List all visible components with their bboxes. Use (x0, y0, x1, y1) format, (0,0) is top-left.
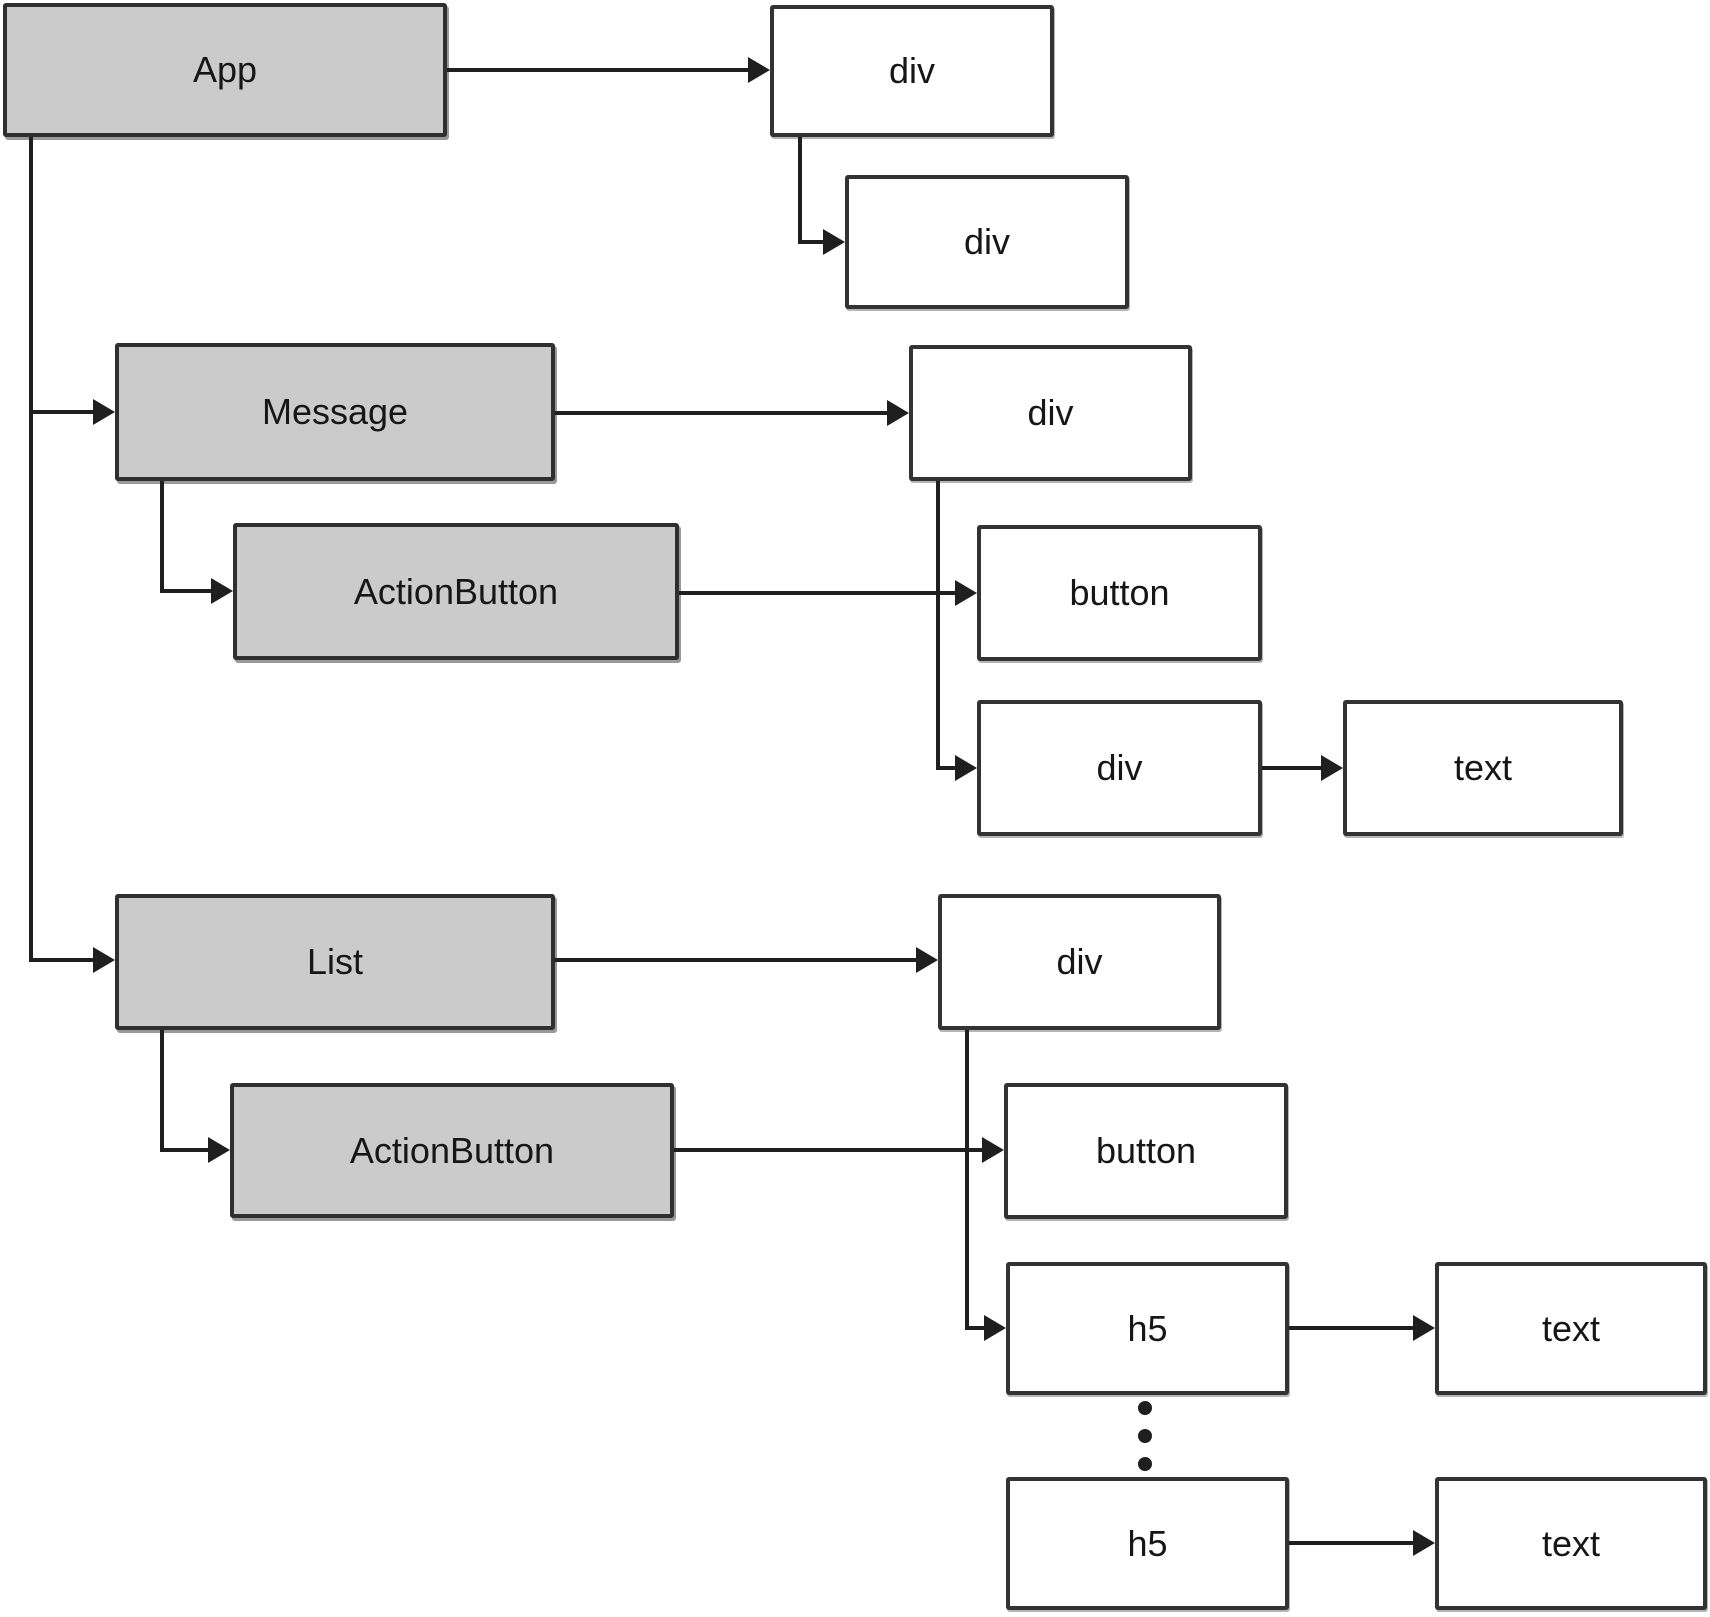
arrowhead-list-to-actionbutton (208, 1137, 230, 1163)
node-message-button-label: button (1069, 572, 1170, 613)
arrowhead-div-to-innerdiv (823, 229, 845, 255)
connector-h5first-to-text (1289, 1326, 1413, 1330)
ellipsis-dot (1138, 1429, 1152, 1443)
node-list-button-label: button (1095, 1130, 1197, 1171)
node-app-root-div: div (770, 5, 1054, 137)
node-app-root-div-label: div (888, 50, 936, 91)
connector-message-to-div (555, 411, 887, 415)
ellipsis-dot (1138, 1401, 1152, 1415)
connector-app-to-list-horizontal (29, 958, 93, 962)
ellipsis-dot (1138, 1457, 1152, 1471)
connector-actionbutton-to-button (679, 591, 955, 595)
connector-div-to-innerdiv-horizontal (798, 240, 823, 244)
arrowhead-messagediv-to-innerdiv (955, 755, 977, 781)
connector-list-to-div (555, 958, 916, 962)
arrowhead-innerdiv-to-text (1321, 755, 1343, 781)
connector-list-to-actionbutton-vertical (160, 1030, 164, 1150)
arrowhead-app-to-message (93, 399, 115, 425)
node-list-h5-last-label: h5 (1127, 1522, 1168, 1564)
node-app-inner-div: div (845, 175, 1129, 309)
node-message-inner-div-label: div (1096, 747, 1143, 788)
node-message-text: text (1343, 700, 1623, 836)
node-message-div-label: div (1027, 392, 1074, 433)
arrowhead-message-to-actionbutton (211, 578, 233, 604)
node-message-inner-div: div (977, 700, 1262, 836)
connector-list-to-actionbutton-horizontal (160, 1148, 208, 1152)
node-list-button: button (1004, 1083, 1288, 1219)
arrowhead-app-to-div (748, 57, 770, 83)
node-message-label: Message (261, 391, 409, 432)
arrowhead-h5first-to-text (1413, 1315, 1435, 1341)
node-app-inner-div-label: div (963, 221, 1011, 262)
connector-listdiv-to-h5-vertical (965, 1030, 969, 1328)
arrowhead-h5last-to-text (1413, 1530, 1435, 1556)
connector-message-to-actionbutton-vertical (160, 481, 164, 591)
connector-message-to-actionbutton-horizontal (160, 589, 211, 593)
node-list-h5-last-text-label: text (1541, 1522, 1601, 1564)
node-message-actionbutton: ActionButton (233, 523, 679, 660)
connector-app-trunk-vertical (29, 137, 33, 962)
node-list-actionbutton-label: ActionButton (349, 1129, 555, 1171)
node-list-actionbutton: ActionButton (230, 1083, 674, 1218)
connector-app-to-message-horizontal (29, 410, 93, 414)
node-list-h5-last: h5 (1006, 1477, 1289, 1610)
node-list-h5-first-label: h5 (1127, 1307, 1168, 1349)
connector-list-actionbutton-to-button (674, 1148, 982, 1152)
arrowhead-message-to-div (887, 400, 909, 426)
node-list-h5-last-text: text (1435, 1477, 1707, 1610)
node-message-actionbutton-label: ActionButton (353, 570, 559, 612)
arrowhead-listdiv-to-h5 (984, 1315, 1006, 1341)
arrowhead-list-to-div (916, 947, 938, 973)
connector-h5last-to-text (1289, 1541, 1413, 1545)
node-list-div: div (938, 894, 1221, 1030)
arrowhead-actionbutton-to-button (955, 580, 977, 606)
connector-listdiv-to-h5-horizontal (965, 1326, 984, 1330)
node-list-h5-first-text: text (1435, 1262, 1707, 1395)
node-list-label: List (306, 941, 364, 982)
node-list: List (115, 894, 555, 1030)
node-list-h5-first-text-label: text (1541, 1307, 1601, 1349)
node-message-button: button (977, 525, 1262, 661)
node-message-text-label: text (1453, 747, 1513, 788)
connector-innerdiv-to-text (1262, 766, 1321, 770)
connector-messagediv-to-innerdiv-vertical (936, 481, 940, 770)
arrowhead-app-to-list (93, 947, 115, 973)
connector-messagediv-to-innerdiv-horizontal (936, 766, 955, 770)
connector-div-to-innerdiv-vertical (798, 137, 802, 244)
node-message-div: div (909, 345, 1192, 481)
node-app-label: App (192, 49, 258, 90)
node-app: App (3, 3, 447, 137)
connector-app-to-div (447, 68, 750, 72)
arrowhead-list-actionbutton-to-button (982, 1137, 1004, 1163)
node-message: Message (115, 343, 555, 481)
node-list-div-label: div (1056, 941, 1103, 982)
node-list-h5-first: h5 (1006, 1262, 1289, 1395)
